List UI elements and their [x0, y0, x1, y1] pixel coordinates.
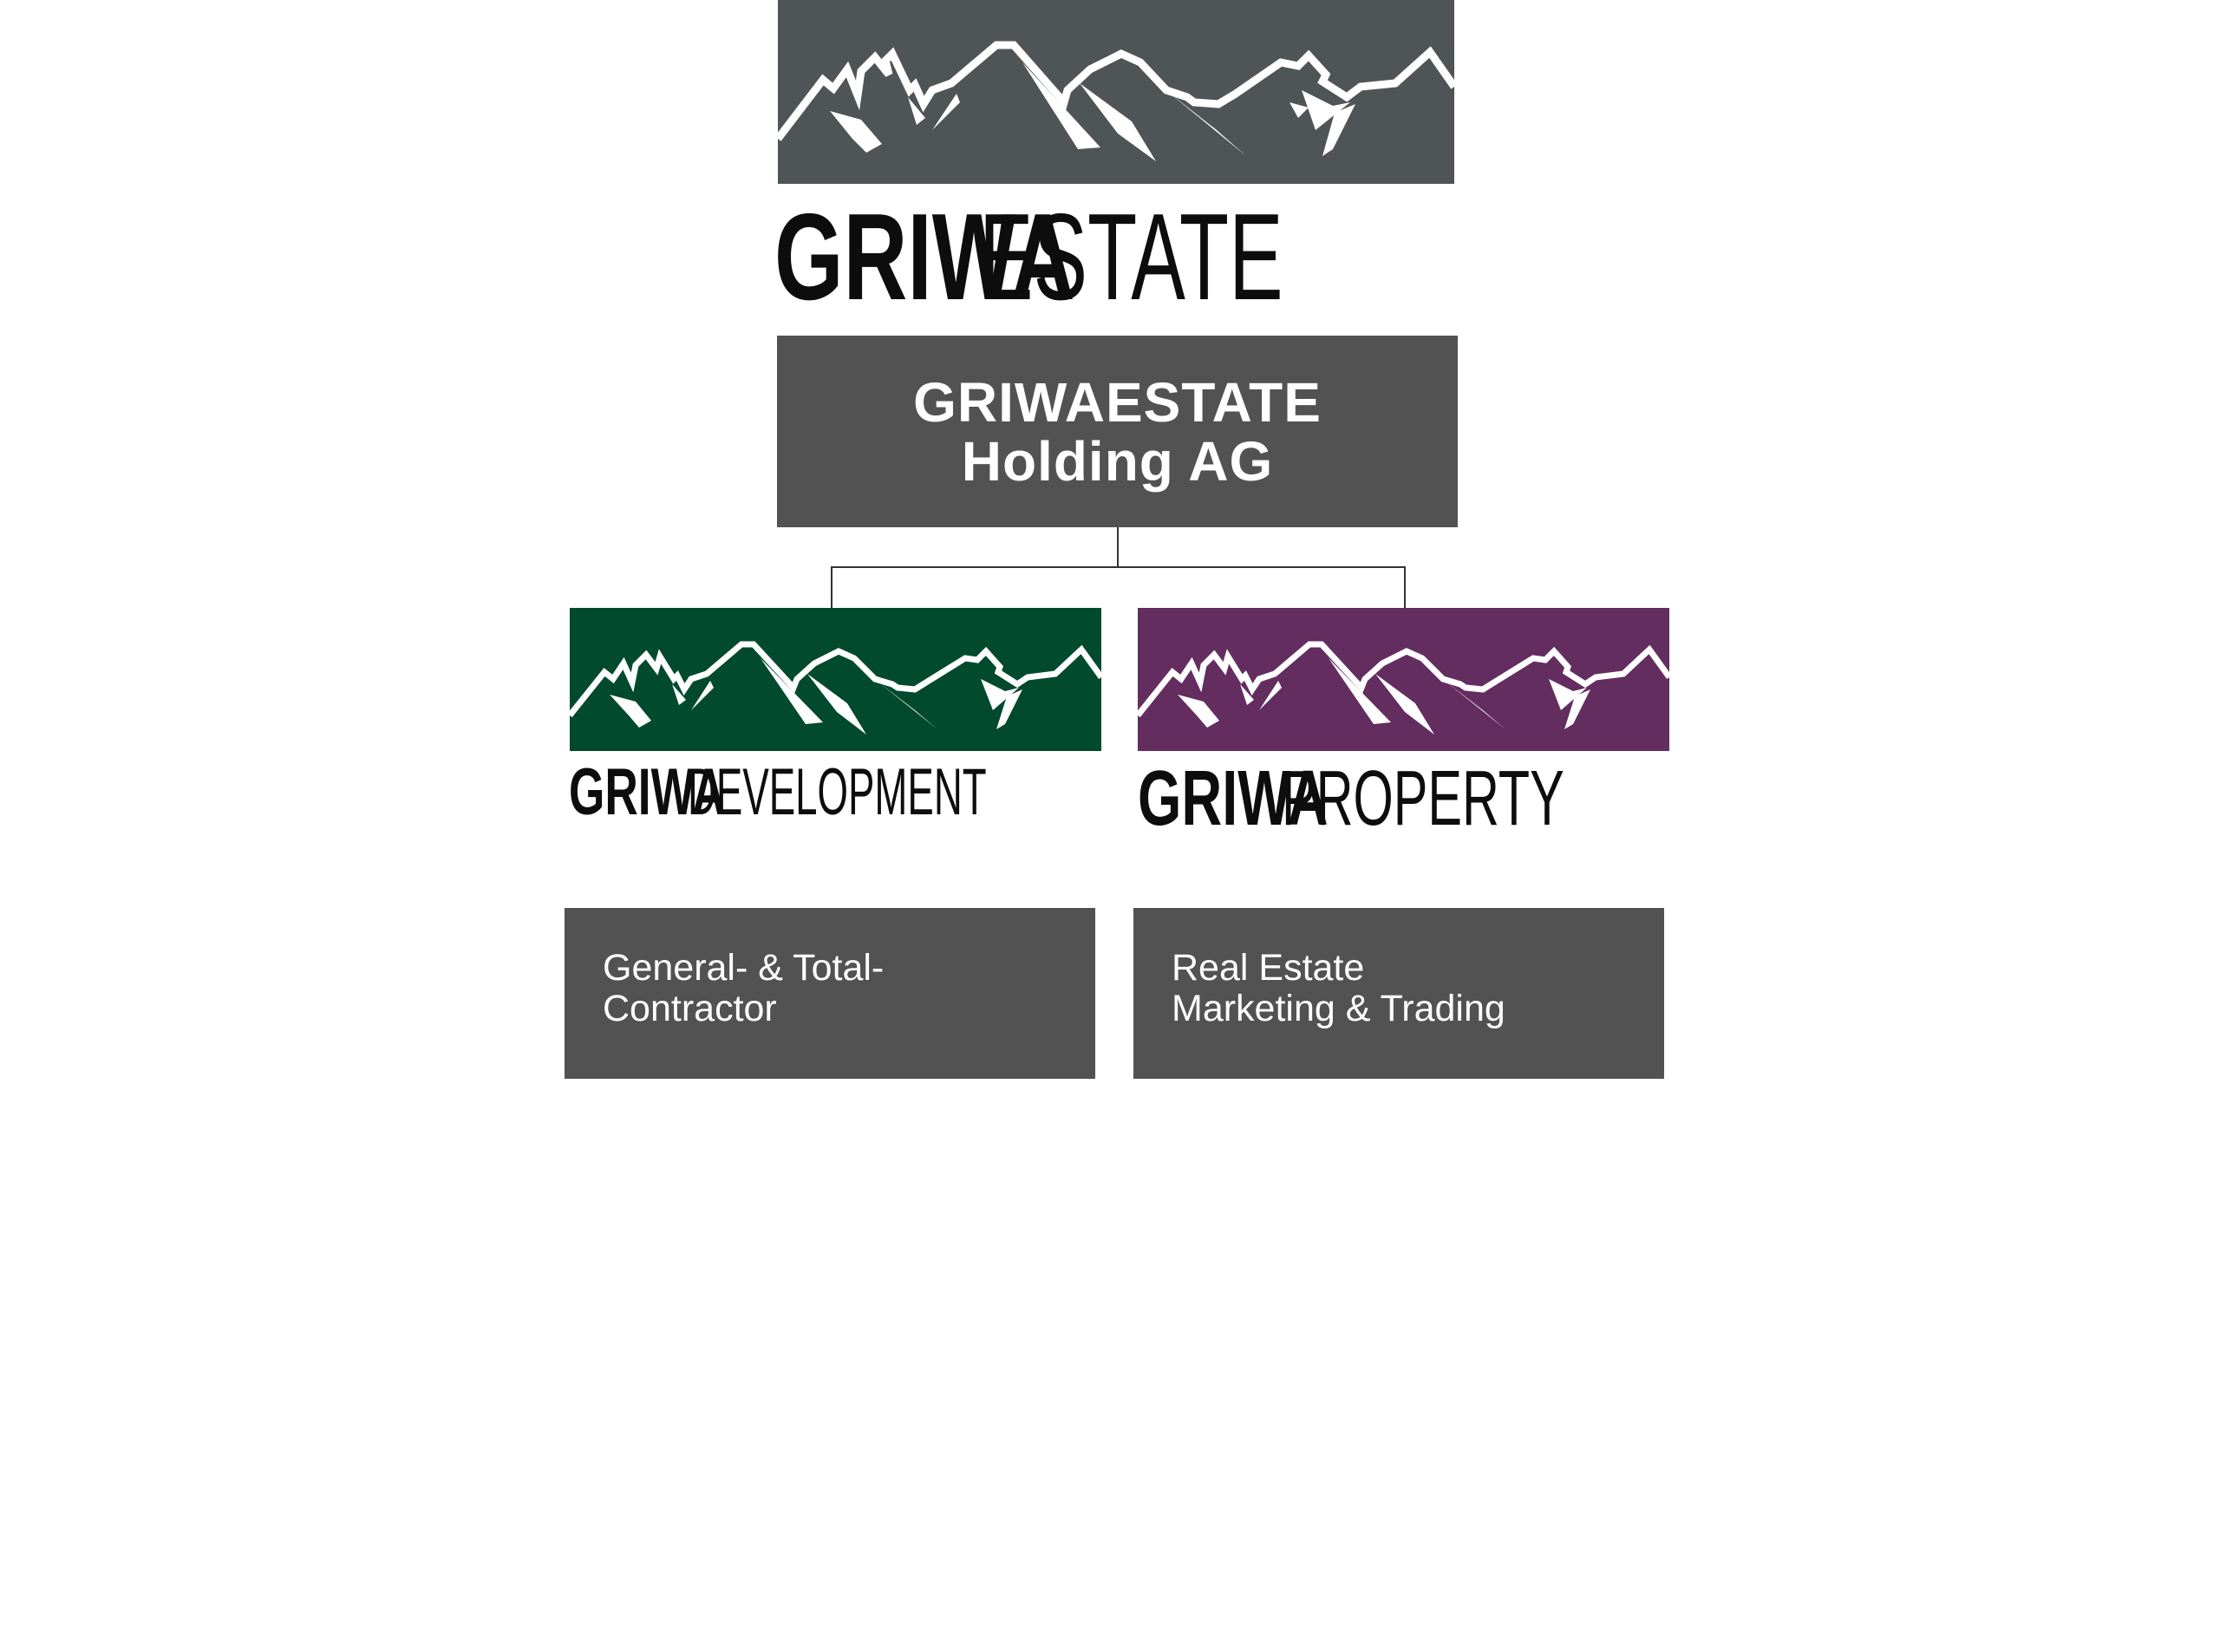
griwaproperty-wordmark: GRIWAPROPERTY	[1138, 760, 1709, 838]
wordmark-bold: GRIWA	[1138, 755, 1329, 842]
connector-vertical-main	[1117, 527, 1119, 567]
griwadevelopment-mountain-logo	[570, 608, 1101, 751]
wordmark-bold: GRIWA	[774, 188, 1075, 326]
griwaestate-wordmark: GRIWAESTATE	[774, 196, 1440, 319]
griwaestate-mountain-logo	[778, 0, 1454, 184]
mountain-outline-icon	[1138, 641, 1669, 718]
development-description-box: General- & Total- Contractor	[565, 908, 1095, 1079]
wordmark-light: ESTATE	[979, 188, 1283, 326]
mountain-snow-icon	[830, 62, 1355, 161]
griwaproperty-mountain-logo	[1138, 608, 1669, 751]
description-line: Contractor	[603, 988, 777, 1029]
description-line: Marketing & Trading	[1172, 988, 1505, 1029]
mountain-snow-icon	[672, 679, 1019, 710]
mountain-snow-icon	[610, 658, 1022, 735]
wordmark-bold: GRIWA	[569, 755, 726, 829]
connector-vertical-left	[831, 566, 832, 608]
holding-box: GRIWAESTATE Holding AG	[777, 336, 1458, 527]
wordmark-light: DEVELOPMENT	[688, 755, 987, 829]
holding-name: GRIWAESTATE	[913, 370, 1322, 434]
mountain-snow-icon	[1240, 679, 1587, 710]
connector-vertical-right	[1404, 566, 1406, 608]
connector-horizontal	[831, 566, 1406, 568]
wordmark-light: PROPERTY	[1282, 755, 1564, 842]
griwadevelopment-wordmark: GRIWADEVELOPMENT	[569, 760, 1185, 826]
mountain-snow-icon	[1178, 658, 1590, 735]
description-line: General- & Total-	[603, 947, 885, 989]
holding-type: Holding AG	[961, 429, 1274, 493]
mountain-outline-icon	[570, 641, 1101, 718]
mountain-outline-icon	[778, 41, 1454, 141]
description-line: Real Estate	[1172, 947, 1365, 989]
property-description-box: Real Estate Marketing & Trading	[1133, 908, 1664, 1079]
mountain-snow-icon	[908, 90, 1350, 130]
